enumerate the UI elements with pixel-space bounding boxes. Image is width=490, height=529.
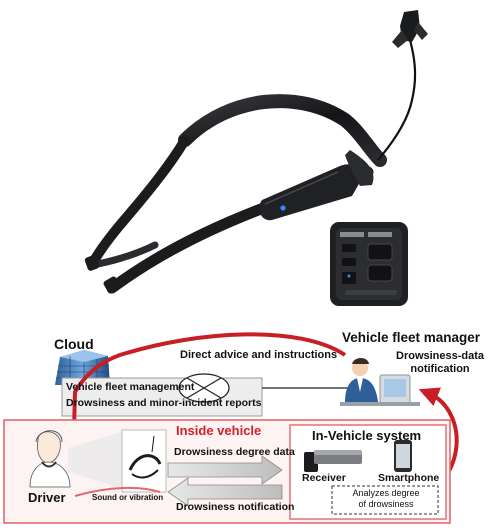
drowsiness-data-line2: notification (410, 363, 470, 375)
analyzes-box (331, 485, 439, 515)
fleet-manager-person-icon (340, 358, 420, 406)
control-unit-icon (330, 222, 408, 306)
drowsiness-degree-data-arrow (167, 455, 283, 485)
receiver-label: Receiver (302, 472, 346, 484)
smartphone-icon (394, 440, 412, 472)
drowsiness-data-line1: Drowsiness-data (396, 350, 485, 362)
drowsiness-notification-block-arrow (167, 477, 283, 507)
headset-device-icon (84, 10, 428, 294)
analyzes-label: Analyzes degree of drowsiness (338, 488, 434, 510)
cloud-label: Cloud (54, 336, 94, 352)
smartphone-label: Smartphone (378, 472, 440, 484)
driver-label: Driver (28, 490, 66, 505)
direct-advice-label: Direct advice and instructions (180, 349, 338, 361)
cloud-box-line2: Drowsiness and minor-incident reports (66, 397, 262, 409)
sound-or-vibration-label: Sound or vibration (92, 493, 164, 502)
cloud-box-line1: Vehicle fleet management (66, 381, 195, 393)
drowsiness-notification-label: Drowsiness notification (176, 501, 295, 513)
inside-vehicle-label: Inside vehicle (176, 423, 262, 438)
in-vehicle-system-label: In-Vehicle system (312, 428, 422, 443)
receiver-device-icon (304, 450, 362, 472)
sound-vibration-curve (74, 486, 161, 497)
fleet-manager-label: Vehicle fleet manager (342, 330, 481, 345)
drowsiness-data-notification-label: Drowsiness-data notification (396, 350, 484, 376)
analyzes-line2: of drowsiness (358, 499, 414, 509)
direct-advice-arrow (64, 332, 347, 440)
drowsiness-degree-data-label: Drowsiness degree data (174, 446, 295, 458)
driver-person-icon (29, 430, 71, 488)
analyzes-line1: Analyzes degree (352, 488, 420, 498)
headset-photo-panel (68, 429, 167, 493)
